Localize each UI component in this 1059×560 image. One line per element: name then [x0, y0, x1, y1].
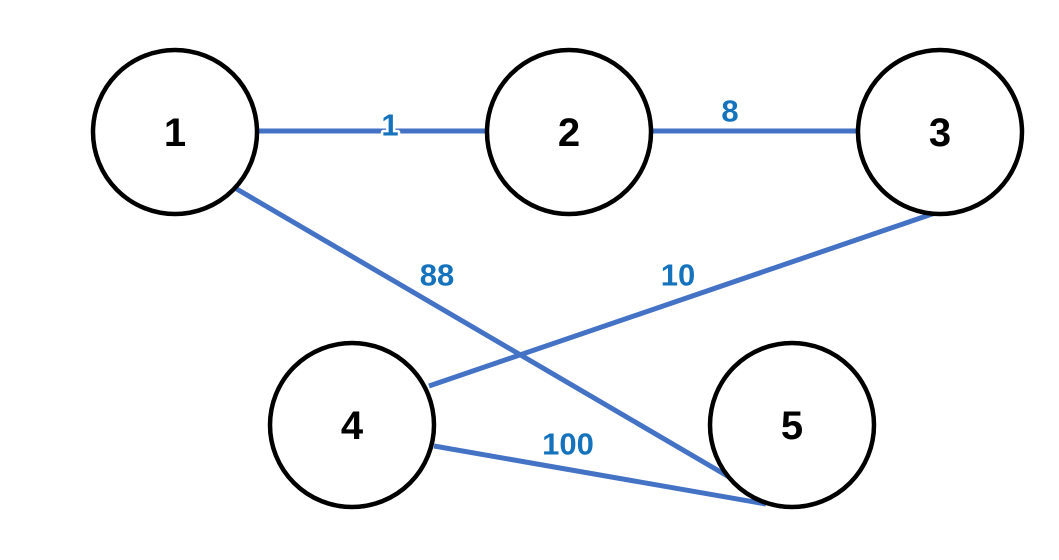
edge-weight-label-3-4: 10 — [661, 258, 695, 293]
graph-node-1[interactable]: 1 — [90, 47, 260, 217]
node-label-5: 5 — [781, 404, 803, 448]
edge-weight-halo-1-5: 88 — [420, 258, 454, 293]
graph-edge-3-4[interactable] — [428, 209, 939, 389]
graph-edge-1-5[interactable] — [233, 185, 738, 484]
node-circle-4[interactable] — [267, 340, 437, 510]
edge-weight-halo-4-5: 100 — [542, 427, 594, 462]
node-label-1: 1 — [164, 111, 186, 155]
edge-weight-halo-3-4: 10 — [661, 258, 695, 293]
node-label-3: 3 — [929, 111, 951, 155]
edge-weight-halo-1-2: 1 — [381, 108, 398, 143]
edge-weight-label-1-5: 88 — [420, 258, 454, 293]
nodes-layer: 1 2 3 4 5 — [90, 47, 1025, 510]
graph-node-3[interactable]: 3 — [855, 47, 1025, 217]
node-circle-2[interactable] — [484, 47, 654, 217]
graph-node-5[interactable]: 5 — [707, 340, 877, 510]
graph-edge-4-5[interactable] — [433, 443, 767, 507]
node-circle-3[interactable] — [855, 47, 1025, 217]
edge-weight-label-4-5: 100 — [542, 427, 594, 462]
edge-weight-halo-2-3: 8 — [721, 94, 738, 129]
graph-node-2[interactable]: 2 — [484, 47, 654, 217]
node-circle-1[interactable] — [90, 47, 260, 217]
node-label-2: 2 — [558, 111, 580, 155]
graph-node-4[interactable]: 4 — [267, 340, 437, 510]
edge-weight-label-2-3: 8 — [721, 94, 738, 129]
edge-weight-label-1-2: 1 — [381, 108, 398, 143]
node-label-4: 4 — [341, 404, 364, 448]
node-circle-5[interactable] — [707, 340, 877, 510]
edges-layer — [233, 128, 939, 507]
